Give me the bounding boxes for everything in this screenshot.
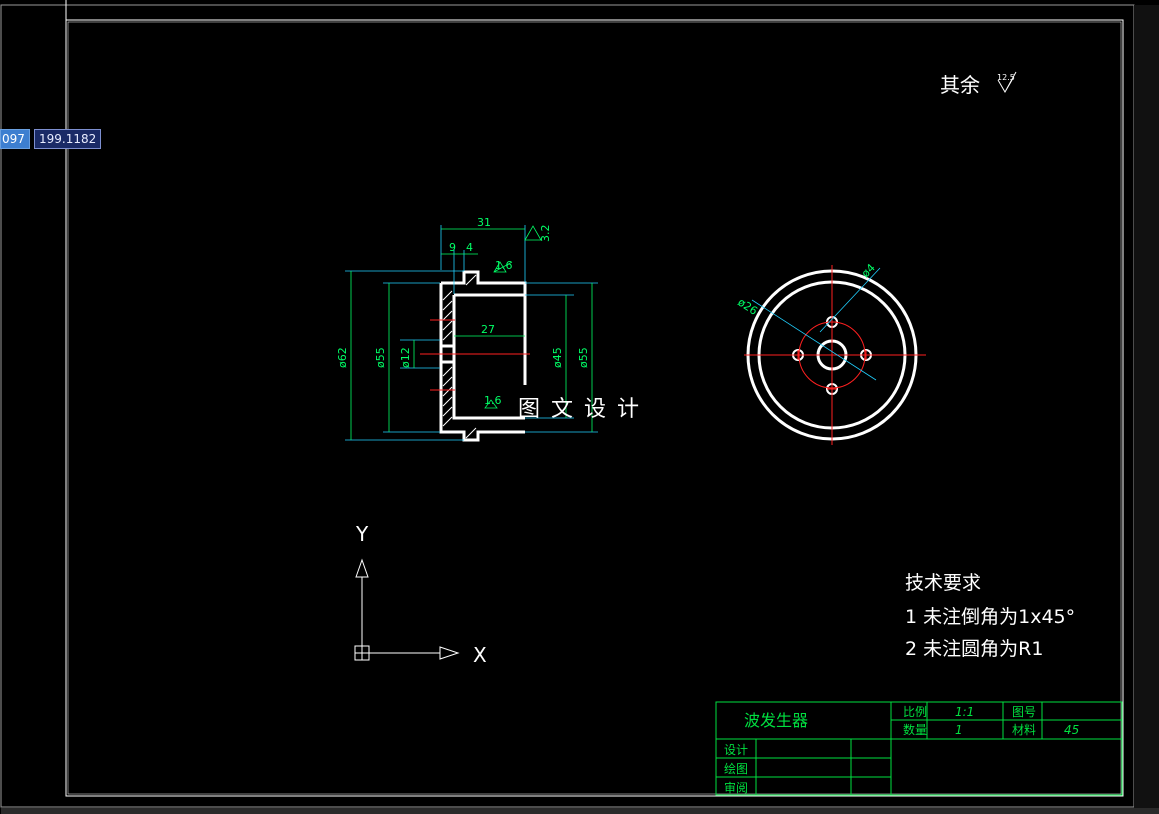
title-block: 波发生器 比例 1:1 图号 数量 1 材料 45 设计 绘图 审阅	[715, 701, 1123, 796]
dim-rough-top: 1.6	[495, 259, 513, 272]
tech-req-item-1: 1 未注倒角为1x45°	[905, 606, 1075, 628]
dim-dia-hole: ø12	[399, 347, 412, 368]
tech-requirements: 技术要求 1 未注倒角为1x45° 2 未注圆角为R1	[905, 572, 1075, 660]
tb-drawing-no-label: 图号	[1012, 705, 1036, 719]
section-hatching	[442, 274, 477, 439]
section-extension-lines	[345, 225, 598, 441]
tech-req-item-2: 2 未注圆角为R1	[905, 638, 1043, 660]
dim-dia-step: ø55	[374, 347, 387, 368]
ucs-y-label: Y	[355, 522, 369, 546]
roughness-symbol-icon	[997, 71, 1017, 93]
dim-step-a: 9	[449, 241, 456, 254]
tb-scale-value: 1:1	[955, 705, 974, 719]
coordinate-y-input[interactable]: 199.1182	[34, 129, 101, 149]
tb-qty-value: 1	[955, 723, 963, 737]
dim-dia-bore-right: ø55	[577, 347, 590, 368]
dim-rough-corner: 3.2	[539, 225, 552, 243]
tb-qty-label: 数量	[903, 722, 927, 737]
dim-overall-length: 31	[477, 216, 491, 229]
tb-scale-label: 比例	[903, 705, 927, 719]
surface-note-label: 其余	[940, 73, 980, 97]
surface-note-value: 12.5	[997, 73, 1015, 82]
dim-pcd: ø26	[735, 296, 759, 318]
drawing-border	[65, 19, 1124, 797]
tb-part-name: 波发生器	[744, 711, 808, 730]
section-view: 31 9 4 27 ø62 ø55 ø12 ø45 ø55 1.6 1.6 3.…	[336, 216, 598, 442]
ucs-icon	[354, 558, 460, 661]
surface-roughness-note: 其余 12.5	[940, 71, 1017, 97]
section-centerlines	[420, 319, 530, 391]
tb-drafter-label: 绘图	[724, 761, 748, 776]
tb-designer-label: 设计	[724, 743, 748, 757]
ucs-x-label: X	[473, 643, 487, 667]
section-dim-lines	[350, 225, 593, 440]
coordinate-x-input[interactable]: 097	[0, 129, 30, 149]
end-view: ø26 ø4	[735, 261, 926, 445]
watermark: 图 文 设 计	[518, 397, 641, 422]
viewport-frame	[0, 4, 1159, 814]
dim-bore-depth: 27	[481, 323, 495, 336]
tech-req-title: 技术要求	[905, 572, 981, 594]
dim-dia-bore: ø45	[551, 347, 564, 368]
dim-dia-outer: ø62	[336, 347, 349, 368]
tb-reviewer-label: 审阅	[724, 780, 748, 795]
tb-material-label: 材料	[1012, 723, 1036, 737]
dim-step-b: 4	[466, 241, 473, 254]
tb-material-value: 45	[1064, 723, 1079, 737]
dim-rough-inner: 1.6	[484, 394, 502, 407]
section-outline	[439, 270, 527, 442]
